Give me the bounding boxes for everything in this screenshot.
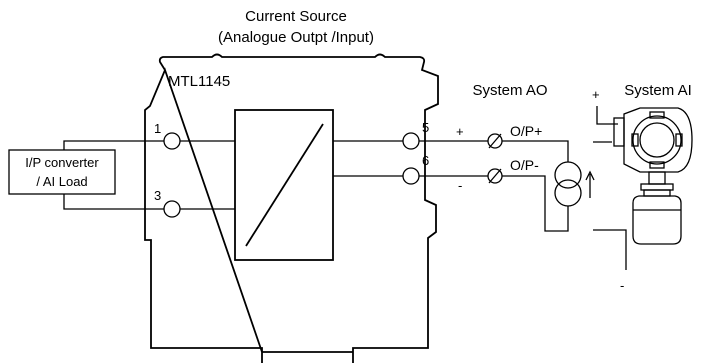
system-ai-label: System AI [624, 82, 692, 99]
wire-ai-minus [593, 229, 627, 270]
terminal-3 [163, 200, 181, 218]
wire-op-plus-source [502, 140, 569, 162]
module-housing [144, 53, 439, 363]
op-minus-terminal-icon [487, 168, 503, 184]
terminal-1 [163, 132, 181, 150]
ao-plus-sign: + [456, 124, 464, 139]
terminal-5 [402, 132, 420, 150]
terminal-6 [402, 167, 420, 185]
ai-minus-sign: - [620, 278, 624, 293]
isolator-barrier-icon [234, 109, 334, 261]
wire-op-minus-source [502, 175, 569, 232]
diagram-title-line2: (Analogue Outpt /Input) [218, 29, 374, 46]
transmitter-icon [613, 107, 693, 245]
diagram-title-line1: Current Source [245, 8, 347, 25]
terminal-3-label: 3 [154, 188, 161, 203]
load-label-line2: / AI Load [36, 174, 87, 189]
op-minus-label: O/P- [510, 157, 539, 173]
ao-minus-sign: - [458, 178, 462, 193]
terminal-1-label: 1 [154, 121, 161, 136]
wire-load-t3 [63, 194, 164, 210]
load-label-line1: I/P converter [25, 155, 99, 170]
current-source-icon [554, 161, 595, 207]
wire-load-t1 [63, 140, 164, 150]
module-name: MTL1145 [168, 73, 230, 90]
load-box [8, 149, 116, 195]
ai-plus-sign: + [592, 87, 600, 102]
system-ao-label: System AO [472, 82, 547, 99]
op-plus-label: O/P+ [510, 123, 542, 139]
terminal-5-label: 5 [422, 120, 429, 135]
op-plus-terminal-icon [487, 133, 503, 149]
wire-ai-plus [596, 106, 618, 125]
terminal-6-label: 6 [422, 153, 429, 168]
